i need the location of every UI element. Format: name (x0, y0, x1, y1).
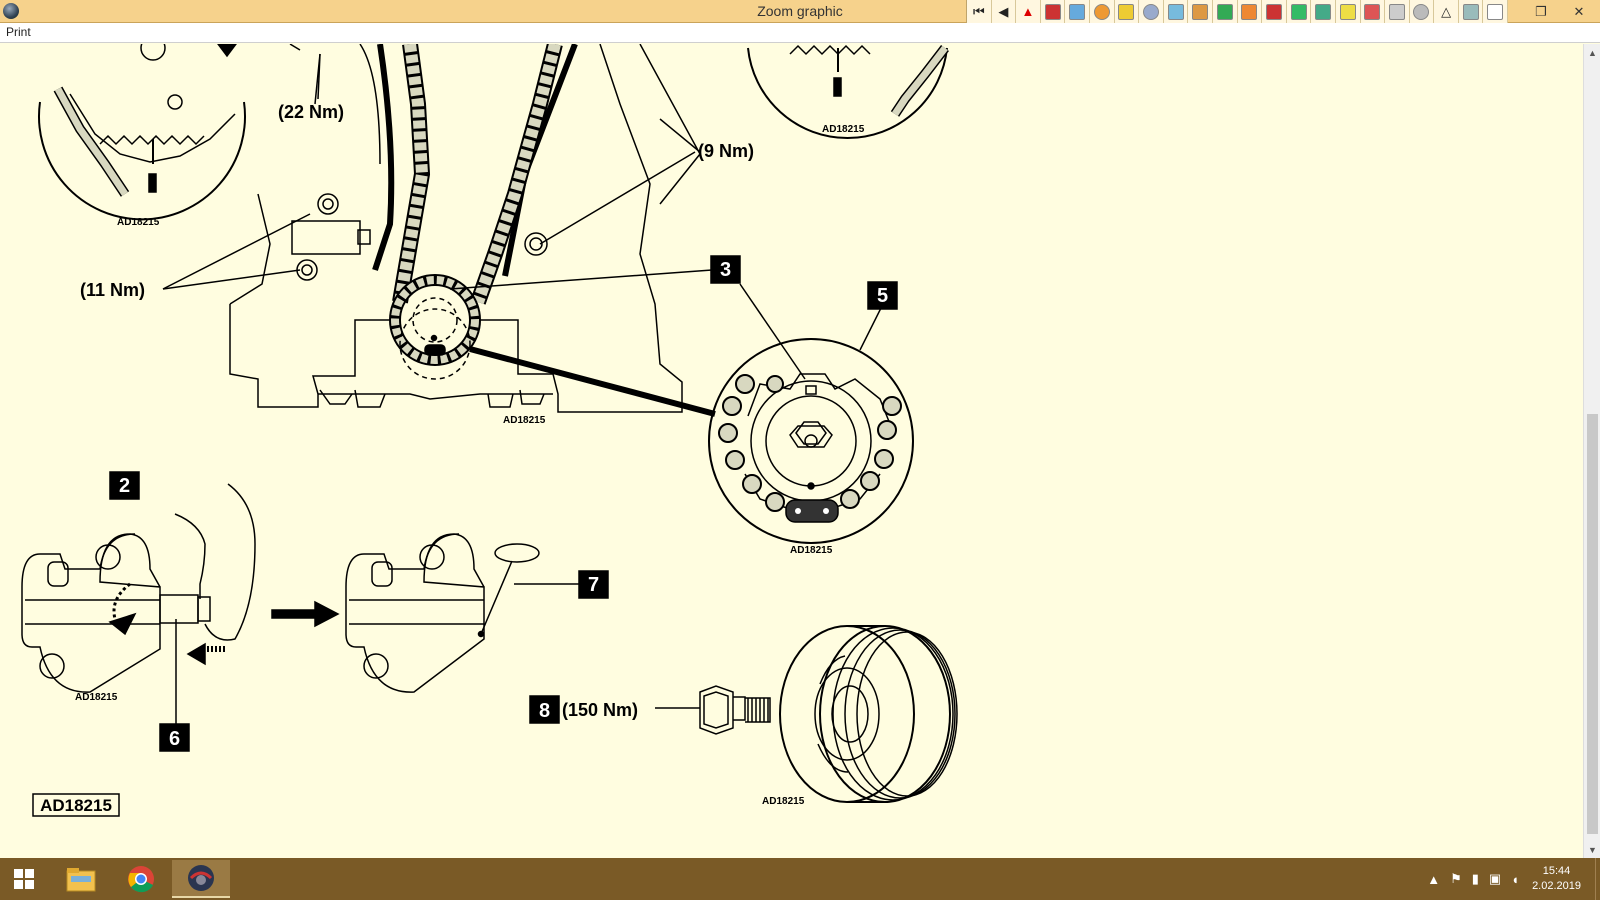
ref-code-label: AD18215 (75, 692, 118, 703)
clock[interactable]: 15:44 2.02.2019 (1532, 864, 1581, 894)
spanner-icon[interactable] (1164, 0, 1189, 23)
menu-print[interactable]: Print (6, 25, 31, 39)
tools-icon[interactable] (1115, 0, 1140, 23)
ref-code-box (32, 793, 120, 817)
restore-button[interactable]: ❐ (1535, 3, 1547, 19)
info-document-icon[interactable] (1385, 0, 1410, 23)
torque-150nm: (150 Nm) (562, 700, 638, 720)
triangle-icon[interactable]: △ (1434, 0, 1459, 23)
bus-icon[interactable] (1287, 0, 1312, 23)
toolbar: ⏮ ◀ ▲ △ (966, 0, 1509, 23)
torque-22nm: (22 Nm) (278, 102, 344, 122)
close-button[interactable]: ✕ (1573, 3, 1585, 19)
book-icon[interactable] (1041, 0, 1066, 23)
network-icon[interactable]: ▣ (1488, 871, 1502, 886)
camshaft-sprocket-detail-left (38, 44, 246, 221)
scroll-down-icon[interactable]: ▼ (1588, 844, 1597, 855)
callout-3: 3 (720, 259, 731, 281)
gear-icon[interactable] (1090, 0, 1115, 23)
user-icon[interactable] (1410, 0, 1435, 23)
timing-chain-assembly (162, 44, 806, 417)
chrome-icon[interactable] (112, 860, 170, 898)
tensioner-compress-step (21, 471, 256, 752)
windows-explorer-icon[interactable] (52, 860, 110, 898)
timing-chain-diagram: AD18215 AD18215 (21, 44, 958, 817)
scroll-up-icon[interactable]: ▲ (1588, 47, 1597, 58)
car-icon[interactable] (1262, 0, 1287, 23)
window-title: Zoom graphic (757, 3, 843, 19)
callout-7: 7 (588, 574, 599, 596)
crank-pulley (529, 625, 958, 803)
power-icon[interactable]: ▮ (1471, 871, 1479, 886)
windows-start-icon[interactable] (0, 858, 48, 900)
ref-code-label: AD18215 (790, 545, 833, 556)
ref-code-label: AD18215 (822, 124, 865, 135)
crank-sprocket-detail (708, 307, 914, 544)
person-icon[interactable] (1361, 0, 1386, 23)
document-icon[interactable] (1213, 0, 1238, 23)
workshop-app-icon[interactable] (172, 860, 230, 898)
tray-expand-icon[interactable]: ▲ (1427, 871, 1441, 887)
volume-icon[interactable]: ◖ (1511, 871, 1520, 887)
torque-9nm: (9 Nm) (698, 141, 754, 161)
callout-8: 8 (539, 700, 550, 722)
system-tray: ▲ ⚑ ▮ ▣ ◖ 15:44 2.02.2019 (1422, 858, 1600, 900)
graphic-viewport: AD18215 AD18215 (0, 44, 1583, 858)
vertical-scrollbar[interactable]: ▲ ▼ (1583, 44, 1600, 858)
prev-page-icon[interactable]: ◀ (992, 0, 1017, 23)
clock-time: 15:44 (1542, 865, 1571, 877)
taskbar: ▲ ⚑ ▮ ▣ ◖ 15:44 2.02.2019 (0, 858, 1600, 900)
app-icon[interactable] (3, 3, 19, 19)
chart-icon[interactable] (1336, 0, 1361, 23)
menu-bar: Print (0, 23, 1600, 43)
gauge-icon[interactable] (1139, 0, 1164, 23)
ref-code-label: AD18215 (117, 217, 160, 228)
callout-3-box (710, 255, 741, 284)
pencil-icon[interactable] (1238, 0, 1263, 23)
scroll-thumb[interactable] (1587, 414, 1598, 834)
map-icon[interactable] (1065, 0, 1090, 23)
clock-date: 2.02.2019 (1532, 880, 1581, 892)
callout-5-box (867, 281, 898, 310)
vehicle-icon[interactable] (1459, 0, 1484, 23)
first-page-icon[interactable]: ⏮ (967, 0, 992, 23)
callout-6: 6 (169, 728, 180, 750)
ref-code-label: AD18215 (503, 415, 546, 426)
note-icon[interactable] (1483, 0, 1509, 23)
warning-icon[interactable]: ▲ (1016, 0, 1041, 23)
callout-5: 5 (877, 285, 888, 307)
callout-2: 2 (119, 475, 130, 497)
step-arrow (271, 600, 340, 628)
show-desktop-button[interactable] (1595, 858, 1600, 900)
torque-11nm: (11 Nm) (80, 280, 145, 300)
title-bar: Zoom graphic ⏮ ◀ ▲ △ ❐ ✕ (0, 0, 1600, 23)
ref-code-boxed: AD18215 (40, 796, 112, 815)
tensioner-locked-step (345, 533, 609, 693)
camshaft-sprocket-detail-right (747, 44, 949, 140)
diagram-icon[interactable] (1188, 0, 1213, 23)
flag-icon[interactable]: ⚑ (1450, 871, 1462, 886)
ref-code-label: AD18215 (762, 796, 805, 807)
engine-icon[interactable] (1311, 0, 1336, 23)
